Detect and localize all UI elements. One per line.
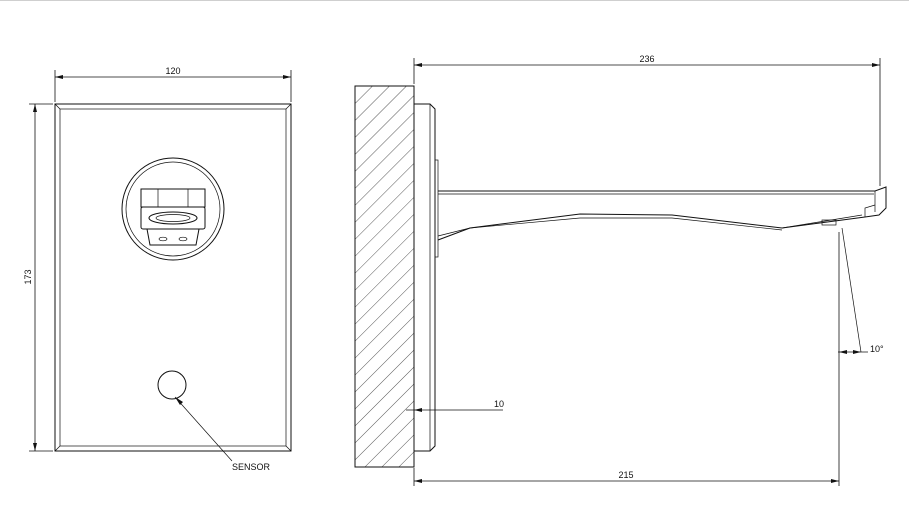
length-dimension-label: 236	[639, 54, 654, 64]
front-plate-inner	[59, 108, 287, 447]
angle-label: 10°	[870, 344, 884, 354]
front-plate-outer	[54, 103, 292, 452]
outlet-icon	[121, 157, 225, 261]
spout-profile	[437, 186, 887, 241]
top-border	[0, 0, 909, 1]
plate-profile	[414, 103, 436, 452]
reach-dimension-label: 215	[618, 470, 633, 480]
width-dimension-label: 120	[165, 66, 180, 76]
sensor-icon	[157, 370, 187, 400]
wall-offset-label: 10	[494, 399, 504, 409]
sensor-label: SENSOR	[232, 462, 271, 472]
front-view: SENSOR 120 173	[23, 66, 292, 472]
side-view: 236 10 215 10°	[354, 54, 887, 486]
height-dimension-label: 173	[23, 269, 33, 284]
wall-section	[354, 85, 415, 468]
